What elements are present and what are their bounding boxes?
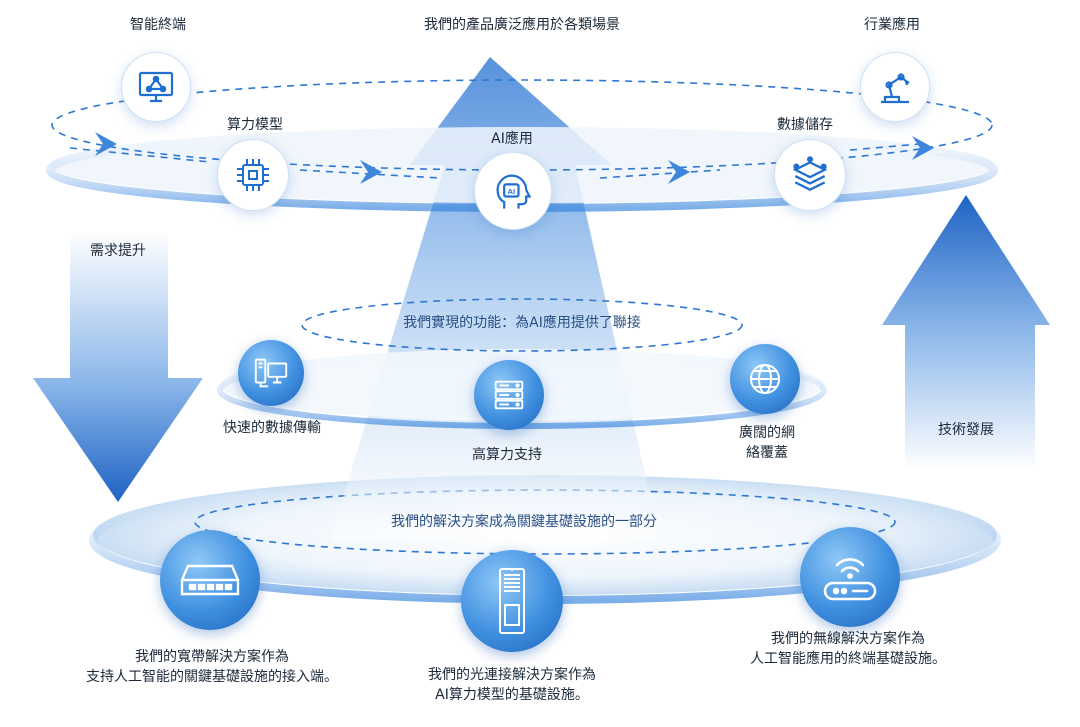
demand-up-label: 需求提升 bbox=[90, 243, 146, 259]
wide-net-label-line1: 廣闊的網 bbox=[739, 425, 795, 441]
router-wifi-icon bbox=[800, 527, 900, 627]
wide-net-label-line2: 絡覆蓋 bbox=[746, 445, 788, 461]
chip-icon bbox=[217, 139, 289, 211]
demand-down-arrow bbox=[33, 232, 203, 502]
optical-desc-line1: 我們的光連接解決方案作為 bbox=[428, 667, 596, 683]
wireless-desc-line1: 我們的無線解決方案作為 bbox=[771, 631, 925, 647]
switch-icon bbox=[160, 530, 260, 630]
tech-dev-label: 技術發展 bbox=[938, 422, 994, 438]
top-title: 我們的產品廣泛應用於各類場景 bbox=[424, 17, 620, 33]
optical-module-icon bbox=[461, 550, 563, 652]
tech-up-arrow bbox=[882, 195, 1050, 470]
data-storage-label: 數據儲存 bbox=[777, 117, 833, 133]
globe-icon bbox=[730, 344, 800, 414]
mid-title: 我們實現的功能：為AI應用提供了聯接 bbox=[403, 315, 641, 331]
svg-text:AI: AI bbox=[508, 187, 516, 196]
optical-desc-line2: AI算力模型的基礎設施。 bbox=[435, 687, 589, 703]
robot-arm-icon bbox=[860, 52, 930, 122]
monitor-network-icon bbox=[121, 52, 191, 122]
server-icon bbox=[474, 360, 544, 430]
layers-icon bbox=[774, 139, 846, 211]
ai-head-icon: AI bbox=[474, 152, 552, 230]
wireless-desc-line2: 人工智能應用的終端基礎設施。 bbox=[750, 651, 946, 667]
compute-model-label: 算力模型 bbox=[227, 117, 283, 133]
broadband-desc-line1: 我們的寬帶解決方案作為 bbox=[135, 649, 289, 665]
high-compute-label: 高算力支持 bbox=[472, 447, 542, 463]
broadband-desc-line2: 支持人工智能的關鍵基礎設施的接入端。 bbox=[86, 669, 338, 685]
fast-data-label: 快速的數據傳輸 bbox=[223, 420, 321, 436]
computer-transfer-icon bbox=[238, 340, 304, 406]
smart-terminal-label: 智能終端 bbox=[130, 17, 186, 33]
bottom-title: 我們的解決方案成為關鍵基礎設施的一部分 bbox=[391, 514, 657, 530]
industry-app-label: 行業應用 bbox=[864, 17, 920, 33]
ai-app-label: AI應用 bbox=[491, 131, 533, 147]
